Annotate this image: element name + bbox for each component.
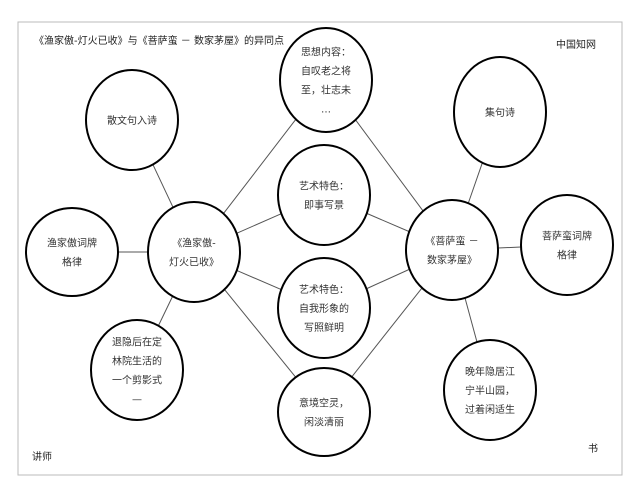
node-circle [85,69,179,171]
connector-psm-psmcige [497,246,522,249]
node-label: 至，壮志未 [301,84,351,97]
node-label: 即事写景 [304,199,344,212]
node-label: 退隐后在定 [112,336,162,349]
node-label: 《渔家傲- [172,237,216,250]
node-label: 集句诗 [485,106,515,119]
connector-yja-sixiang [223,118,297,214]
node-sixiang: 思想内容： 自叹老之将至，壮志未 … [279,27,373,133]
node-label: 灯火已收》 [169,256,219,269]
diagram-title: 《渔家傲-灯火已收》与《菩萨蛮 － 数家茅屋》的异同点 [34,34,284,47]
connector-psm-yishu1 [366,212,410,233]
node-circle [277,144,371,246]
node-label: 《菩萨蛮 － [425,235,478,248]
node-label: … [321,105,331,116]
connector-psm-yijing [351,287,423,378]
node-label: 过着闲适生 [465,403,515,416]
node-label: 渔家傲词牌 [47,237,97,250]
node-label: 自我形象的 [299,302,349,315]
node-yijing: 意境空灵， 闲淡清丽 [277,367,371,457]
node-circle [90,319,184,421]
node-label: 格律 [62,256,82,269]
node-jijushi: 集句诗 [453,56,547,168]
connector-yja-yishu2 [236,269,282,291]
node-label: 晚年隐居江 [465,365,515,378]
footer-right-label: 书 [588,443,598,455]
node-label: 艺术特色： [299,180,349,193]
connector-psm-yishu2 [366,268,410,290]
node-label: 艺术特色： [299,283,349,296]
node-label: 宁半山园， [465,384,515,397]
connector-yja-yishu1 [236,213,282,234]
node-circle [147,201,241,303]
node-label: 一个剪影式 [112,374,162,387]
node-label: 菩萨蛮词牌 [542,230,592,243]
node-circle [443,339,537,441]
node-label: 数家茅屋》 [427,254,477,267]
brand-label: 中国知网 [556,38,596,51]
node-label: 自叹老之将 [301,65,351,78]
node-label: — [132,395,142,406]
node-yishu1: 艺术特色： 即事写景 [277,144,371,246]
node-label: 格律 [557,249,577,262]
node-label: 散文句入诗 [107,114,157,127]
connector-yja-yijing [224,289,297,378]
node-label: 意境空灵， [299,397,349,410]
node-circle [279,27,373,133]
node-label: 林院生活的 [112,355,162,368]
node-label: 闲淡清丽 [304,416,344,429]
node-label: 思想内容： [301,46,351,59]
connector-psm-wannian [464,297,478,343]
node-label: 写照鲜明 [304,321,344,334]
node-circle [520,194,614,296]
node-circle [277,367,371,457]
connector-psm-jijushi [467,162,483,204]
node-circle [25,207,119,297]
connector-psm-sixiang [355,119,424,212]
node-yja: 《渔家傲- 灯火已收》 [147,201,241,303]
node-tuiyin: 退隐后在定林院生活的一个剪影式 — [90,319,184,421]
node-circle [405,199,499,301]
node-psm: 《菩萨蛮 － 数家茅屋》 [405,199,499,301]
connector-yja-tuiyin [157,296,174,326]
slide-frame [17,21,623,476]
connector-yja-sanwen [152,164,174,208]
node-circle [453,56,547,168]
node-sanwen: 散文句入诗 [85,69,179,171]
footer-left-label: 讲师 [32,450,52,463]
node-circle [277,257,371,359]
